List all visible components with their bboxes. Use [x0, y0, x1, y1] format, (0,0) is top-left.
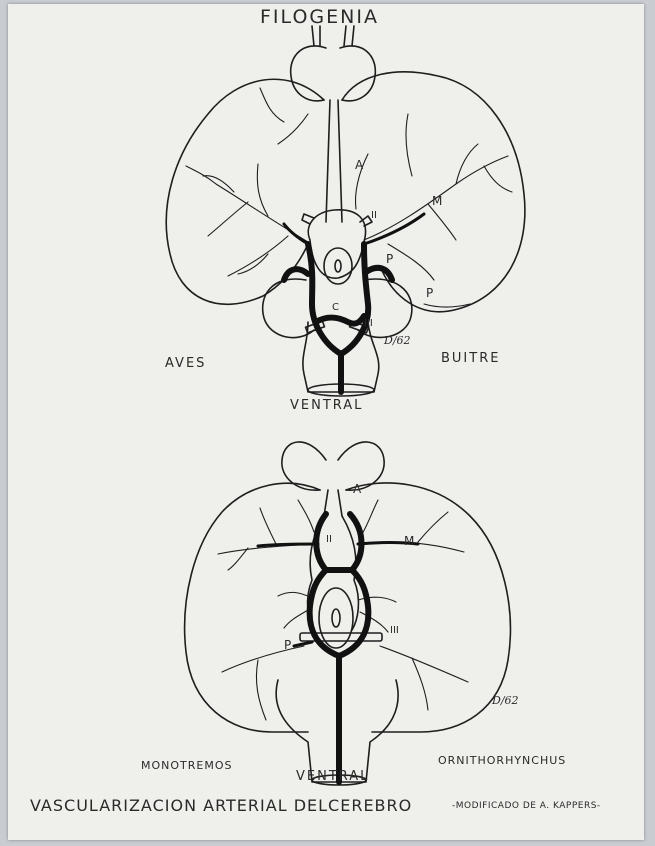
- bird-brain-diagram: [8, 4, 644, 424]
- drawing-card: FILOGENIA A M II P P C III D/62 AVES BUI…: [8, 4, 644, 840]
- v-r6: [412, 658, 428, 710]
- central-oval-inner: [332, 609, 340, 627]
- label-iii-bottom: III: [390, 625, 399, 636]
- branch-l7: [278, 114, 308, 144]
- olfactory-tract-right: [344, 26, 346, 46]
- olfactory-tract-right-2: [352, 26, 354, 46]
- artery-ring-left: [310, 514, 339, 656]
- olfactory-bulb-left: [291, 46, 326, 101]
- label-p-bottom: P: [284, 638, 291, 652]
- artery-middle-left: [258, 544, 318, 546]
- label-ii-bottom: II: [326, 534, 332, 545]
- optic-nerve-left: [302, 214, 314, 224]
- artery-carotid-right: [366, 268, 392, 280]
- artery-circle-right: [341, 244, 368, 354]
- label-iii-top: III: [364, 318, 373, 329]
- label-ii-top: II: [371, 210, 377, 221]
- signature-bottom: D/62: [492, 694, 519, 707]
- group-label-monotremos: MONOTREMOS: [141, 759, 232, 772]
- branch-l8: [238, 254, 268, 274]
- artery-ring-right: [339, 514, 368, 656]
- branch-r2: [456, 144, 478, 184]
- page-title: FILOGENIA: [260, 6, 379, 28]
- label-a-bottom: A: [353, 482, 361, 496]
- species-label-buitre: BUITRE: [441, 351, 500, 366]
- label-p2-top: P: [426, 286, 433, 300]
- pituitary: [335, 260, 341, 272]
- branch-l6: [260, 88, 284, 122]
- label-m-top: M: [432, 194, 442, 208]
- artery-posterior-left: [294, 642, 312, 646]
- figure-credit: -MODIFICADO DE A. KAPPERS-: [452, 801, 601, 811]
- label-p1-top: P: [386, 252, 393, 266]
- midline-fissure: [326, 100, 330, 222]
- artery-middle-left: [284, 224, 308, 244]
- branch-l3: [208, 202, 248, 236]
- label-c-top: C: [332, 302, 339, 313]
- branch-l5: [228, 236, 288, 276]
- chiasm-outline: [308, 210, 365, 278]
- olfactory-bulb-right: [340, 46, 375, 101]
- hemisphere-right: [342, 72, 525, 312]
- v-l8: [298, 500, 314, 532]
- v-l5: [284, 610, 308, 628]
- signature-top: D/62: [384, 334, 411, 347]
- hemisphere-left: [185, 483, 320, 732]
- v-l2: [260, 508, 276, 544]
- v-l6: [222, 646, 304, 672]
- label-m-bottom: M: [404, 534, 414, 548]
- branch-r6: [388, 244, 434, 280]
- view-label-top: VENTRAL: [290, 398, 363, 413]
- midline-right: [338, 490, 342, 516]
- v-l4: [278, 592, 312, 598]
- view-label-bottom: VENTRAL: [296, 769, 369, 784]
- olfactory-tract-left: [312, 26, 314, 46]
- branch-r3: [428, 204, 456, 240]
- v-r5: [380, 646, 468, 682]
- midline-fissure-2: [338, 100, 342, 222]
- species-label-ornithorhynchus: ORNITHORHYNCHUS: [438, 754, 566, 767]
- v-r7: [362, 500, 378, 534]
- label-a-top: A: [355, 158, 363, 172]
- branch-r4: [484, 166, 512, 192]
- branch-l2: [257, 164, 268, 216]
- v-r2: [418, 512, 448, 542]
- group-label-aves: AVES: [165, 356, 206, 371]
- figure-caption: VASCULARIZACION ARTERIAL DELCEREBRO: [30, 796, 412, 815]
- v-l7: [256, 660, 266, 720]
- branch-r7: [424, 304, 470, 307]
- central-oval: [319, 588, 353, 648]
- branch-r5: [406, 114, 412, 176]
